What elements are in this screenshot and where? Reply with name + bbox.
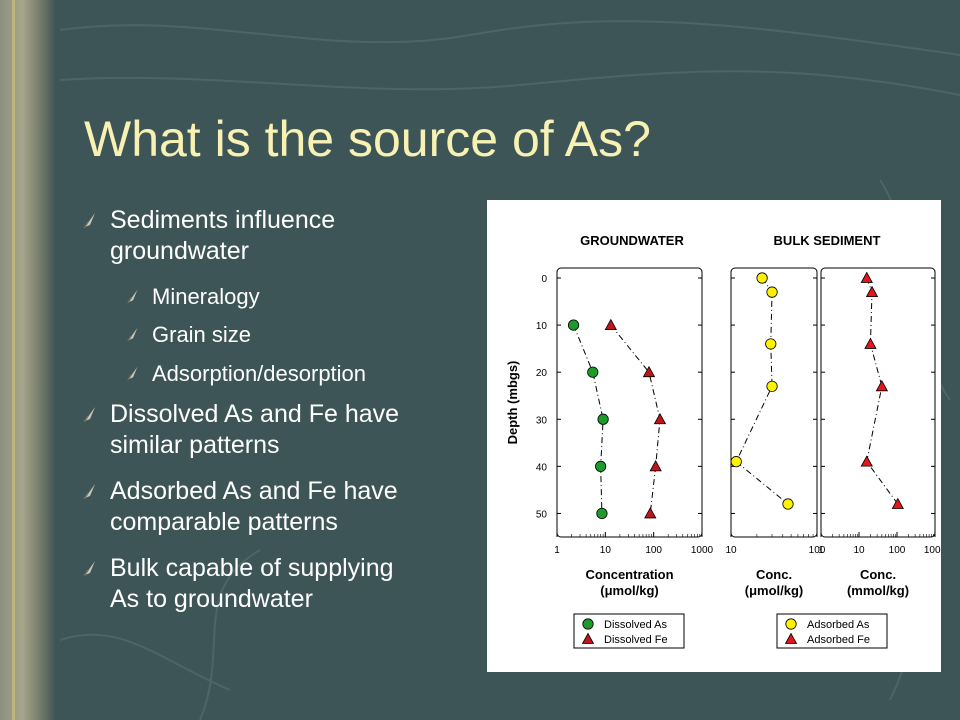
data-point — [766, 286, 778, 298]
bullet-line: Mineralogy — [152, 284, 260, 309]
series-line — [866, 277, 899, 505]
data-point — [860, 271, 873, 283]
x-axis-label: (μmol/kg) — [600, 583, 659, 598]
bullet-line: Sediments influence — [110, 206, 336, 234]
decorative-left-strip — [0, 0, 56, 720]
bullet-line: As to groundwater — [110, 585, 313, 613]
chart-title: GROUNDWATER — [580, 233, 684, 248]
bullet-adsorbed: Adsorbed As and Fe have comparable patte… — [83, 476, 398, 538]
data-point — [860, 455, 873, 467]
data-point — [604, 318, 618, 330]
bullet-feather-icon — [127, 289, 138, 304]
data-point — [891, 497, 904, 509]
y-tick-label: 0 — [541, 274, 547, 285]
x-tick-label: 10 — [853, 545, 865, 556]
legend-marker — [784, 632, 798, 644]
bullet-feather-icon — [127, 366, 138, 381]
bullet-dissolved: Dissolved As and Fe have similar pattern… — [83, 399, 400, 461]
data-point — [864, 337, 877, 349]
x-axis-label: Conc. — [756, 567, 792, 582]
slide-title: What is the source of As? — [84, 111, 651, 167]
x-axis-label: Conc. — [860, 567, 896, 582]
data-point — [730, 456, 742, 468]
plot-frame — [556, 267, 703, 538]
bullet-feather-icon — [83, 407, 95, 423]
data-point — [756, 272, 768, 284]
bullet-feather-icon — [83, 484, 95, 500]
x-tick-label: 100 — [889, 545, 906, 556]
plot-frame — [730, 267, 818, 538]
data-point — [597, 413, 609, 425]
y-tick-label: 10 — [536, 321, 548, 332]
bullet-line: Bulk capable of supplying — [110, 554, 394, 582]
x-tick-label: 1000 — [924, 545, 941, 556]
bullet-line: similar patterns — [110, 431, 280, 459]
subbullet-adsorption: Adsorption/desorption — [127, 360, 367, 388]
data-point — [649, 460, 662, 472]
legend-label: Adsorbed As — [807, 619, 870, 631]
x-tick-label: 10 — [600, 545, 612, 556]
bullet-sediments: Sediments influence groundwater — [83, 205, 336, 267]
x-tick-label: 100 — [645, 545, 662, 556]
x-tick-label: 1 — [818, 545, 824, 556]
bullet-line: comparable patterns — [110, 508, 338, 536]
x-tick-label: 100 — [809, 545, 826, 556]
data-point — [765, 338, 777, 350]
data-point — [567, 319, 580, 331]
series-line — [573, 324, 604, 514]
bullet-feather-icon — [127, 327, 138, 342]
data-point — [644, 507, 657, 519]
legend-marker — [785, 618, 797, 630]
data-point — [595, 460, 607, 472]
legend-marker — [581, 632, 595, 644]
x-axis-label: (mmol/kg) — [847, 583, 909, 598]
x-tick-label: 1000 — [691, 545, 714, 556]
data-point — [587, 366, 599, 378]
data-point — [642, 365, 656, 378]
series-line — [735, 277, 789, 505]
y-axis-label: Depth (mbgs) — [505, 361, 520, 445]
x-tick-label: 1 — [554, 545, 560, 556]
y-tick-label: 30 — [536, 415, 548, 426]
data-point — [865, 285, 879, 298]
y-tick-label: 40 — [536, 462, 548, 473]
subbullet-grain-size: Grain size — [127, 321, 252, 349]
data-point — [653, 412, 667, 425]
bullet-feather-icon — [83, 561, 95, 577]
bullet-bulk: Bulk capable of supplying As to groundwa… — [83, 553, 394, 615]
legend-marker — [582, 618, 594, 630]
data-point — [875, 379, 889, 392]
series-line — [610, 324, 661, 514]
bullet-feather-icon — [83, 213, 95, 229]
x-axis-label: (μmol/kg) — [745, 583, 804, 598]
bullet-line: Adsorption/desorption — [152, 361, 367, 386]
bullet-line: Dissolved As and Fe have — [110, 400, 400, 428]
x-axis-label: Concentration — [585, 567, 673, 582]
bullet-line: Adsorbed As and Fe have — [110, 477, 398, 505]
data-point — [766, 380, 778, 392]
y-tick-label: 20 — [536, 368, 548, 379]
legend-label: Adsorbed Fe — [807, 634, 870, 646]
y-tick-label: 50 — [536, 509, 548, 520]
bullet-line: Grain size — [152, 322, 252, 347]
data-point — [782, 498, 794, 510]
bullet-line: groundwater — [110, 237, 249, 265]
data-point — [596, 507, 608, 520]
chart-title: BULK SEDIMENT — [774, 233, 881, 248]
legend-label: Dissolved Fe — [604, 634, 668, 646]
plot-frame — [820, 267, 936, 538]
legend-label: Dissolved As — [604, 619, 667, 631]
x-tick-label: 10 — [725, 545, 737, 556]
subbullet-mineralogy: Mineralogy — [127, 283, 260, 311]
